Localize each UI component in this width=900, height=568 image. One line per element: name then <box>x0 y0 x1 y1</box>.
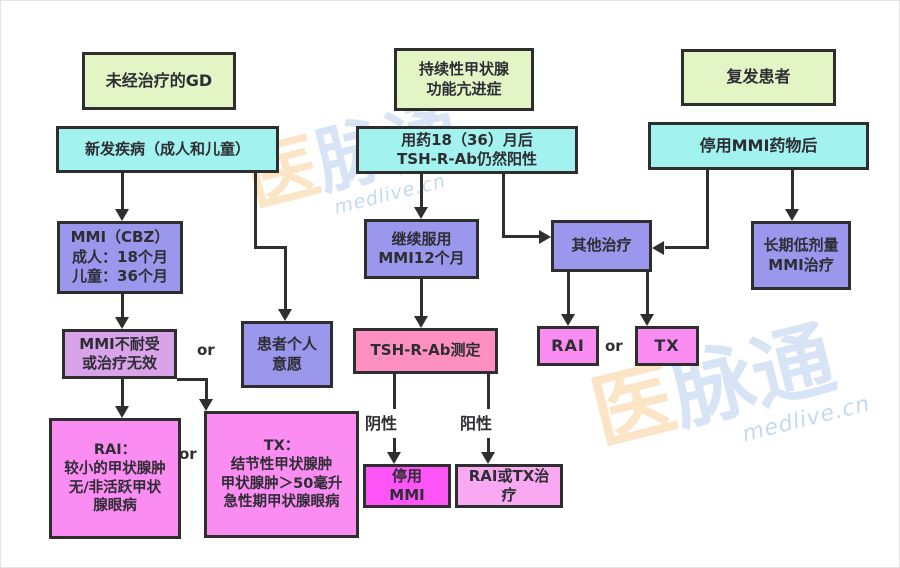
or-label: or <box>179 445 197 463</box>
node-label: 继续服用 MMI12个月 <box>378 229 465 268</box>
node-longterm-lowdose-mmi: 长期低剂量 MMI治疗 <box>751 221 851 290</box>
node-tsh-r-ab-test: TSH-R-Ab测定 <box>353 328 498 374</box>
connector-positive-to-raitx <box>487 438 490 452</box>
connector-stopafter-to-other <box>706 170 709 248</box>
or-label: or <box>197 341 215 359</box>
connector-newdisease-to-patientwill <box>254 173 257 249</box>
node-patient-preference: 患者个人 意愿 <box>241 321 333 388</box>
arrowhead-down-icon <box>414 316 428 328</box>
node-stop-mmi: 停用 MMI <box>363 464 451 508</box>
node-rai-or-tx-treatment: RAI或TX治 疗 <box>455 464 563 508</box>
connector-newdisease-to-patientwill <box>254 246 287 249</box>
arrowhead-down-icon <box>387 452 401 464</box>
connector-negative-to-stopmmi <box>393 438 396 452</box>
node-rai-indications: RAI： 较小的甲状腺肿 无/非活跃甲状 腺眼病 <box>49 418 181 539</box>
node-label: MMI不耐受 或治疗无效 <box>79 334 160 373</box>
node-label: 新发疾病（成人和儿童） <box>84 139 250 158</box>
node-mmi-intolerant: MMI不耐受 或治疗无效 <box>62 329 177 379</box>
node-label: RAI <box>551 335 585 355</box>
connector-newdisease-to-mmicbz <box>121 173 124 209</box>
node-label: TSH-R-Ab测定 <box>370 341 481 360</box>
node-label: 未经治疗的GD <box>105 70 213 90</box>
node-label: MMI（CBZ） 成人：18个月 儿童：36个月 <box>70 228 170 286</box>
arrowhead-down-icon <box>481 452 495 464</box>
node-label: RAI或TX治 疗 <box>468 466 550 505</box>
node-label: RAI： 较小的甲状腺肿 无/非活跃甲状 腺眼病 <box>64 441 166 515</box>
node-label: 停用MMI药物后 <box>699 135 818 155</box>
node-label: TX <box>654 335 680 355</box>
connector-other-to-tx <box>646 272 649 314</box>
node-continue-mmi-12-months: 继续服用 MMI12个月 <box>364 219 479 279</box>
medlive-logo: 医脉通 <box>582 311 845 463</box>
node-label: TX： 结节性甲状腺肿 甲状腺肿＞50毫升 急性期甲状腺眼病 <box>220 437 343 511</box>
connector-medafter-to-other <box>502 235 539 238</box>
node-label: 长期低剂量 MMI治疗 <box>763 236 839 274</box>
arrowhead-down-icon <box>278 309 292 321</box>
connector-stopafter-to-longterm <box>791 170 794 209</box>
node-rai: RAI <box>537 326 599 366</box>
connector-stopafter-to-other <box>665 246 709 249</box>
medlive-watermark: 医脉通 medlive.cn <box>582 311 873 480</box>
negative-result-label: 阴性 <box>365 414 398 433</box>
node-tx: TX <box>635 326 699 366</box>
connector-other-to-rai <box>567 272 570 314</box>
node-label: 持续性甲状腺 功能亢进症 <box>418 60 509 98</box>
node-label: 用药18（36）月后 TSH-R-Ab仍然阳性 <box>397 130 537 169</box>
node-label: 患者个人 意愿 <box>256 335 317 373</box>
node-mmi-cbz-duration: MMI（CBZ） 成人：18个月 儿童：36个月 <box>57 221 183 294</box>
connector-intolerant-to-tx <box>177 378 208 381</box>
node-other-treatment: 其他治疗 <box>551 220 652 272</box>
connector-intolerant-to-rai <box>121 379 124 406</box>
node-label: 复发患者 <box>726 67 791 87</box>
node-untreated-gd: 未经治疗的GD <box>82 52 236 110</box>
connector-mmicbz-to-intolerant <box>121 294 124 317</box>
arrowhead-down-icon <box>414 207 428 219</box>
arrowhead-right-icon <box>539 230 551 244</box>
medlive-domain-text: medlive.cn <box>739 391 873 448</box>
connector-medafter-to-other <box>502 174 505 238</box>
or-label: or <box>605 337 623 355</box>
arrowhead-down-icon <box>199 399 213 411</box>
arrowhead-down-icon <box>640 314 654 326</box>
connector-tsh-to-positive <box>487 374 490 409</box>
node-new-disease: 新发疾病（成人和儿童） <box>56 126 279 173</box>
arrowhead-down-icon <box>115 406 129 418</box>
arrowhead-down-icon <box>785 209 799 221</box>
connector-medafter-to-continue <box>420 174 423 207</box>
node-medication-18-36-months: 用药18（36）月后 TSH-R-Ab仍然阳性 <box>356 126 578 174</box>
connector-tsh-to-negative <box>393 374 396 409</box>
node-persistent-hyperthyroidism: 持续性甲状腺 功能亢进症 <box>394 48 534 111</box>
connector-continue-to-tsh <box>420 279 423 316</box>
connector-intolerant-to-tx <box>205 378 208 399</box>
node-relapsed-patient: 复发患者 <box>681 49 836 106</box>
arrowhead-left-icon <box>652 241 664 255</box>
connector-newdisease-to-patientwill <box>284 246 287 309</box>
arrowhead-down-icon <box>115 209 129 221</box>
arrowhead-down-icon <box>115 317 129 329</box>
node-label: 停用 MMI <box>389 466 425 505</box>
node-after-stopping-mmi: 停用MMI药物后 <box>648 122 869 170</box>
node-tx-indications: TX： 结节性甲状腺肿 甲状腺肿＞50毫升 急性期甲状腺眼病 <box>204 411 359 538</box>
arrowhead-down-icon <box>561 314 575 326</box>
node-label: 其他治疗 <box>571 236 632 255</box>
positive-result-label: 阳性 <box>460 414 493 433</box>
